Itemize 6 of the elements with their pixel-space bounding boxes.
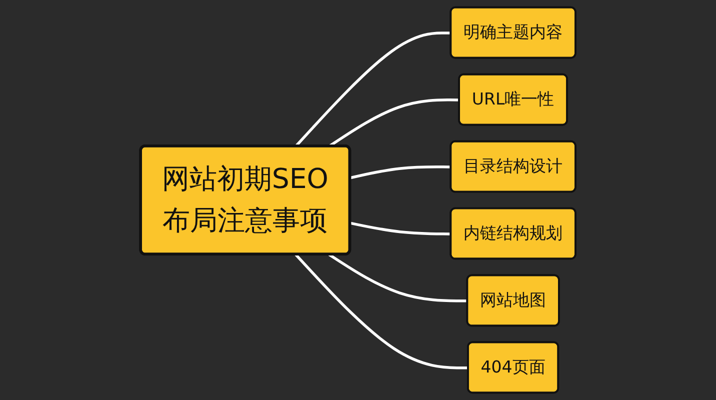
connector [350, 165, 452, 180]
connector [294, 32, 452, 148]
connector [350, 222, 452, 236]
connector [328, 253, 468, 302]
connector [328, 98, 460, 148]
connector [294, 254, 468, 370]
